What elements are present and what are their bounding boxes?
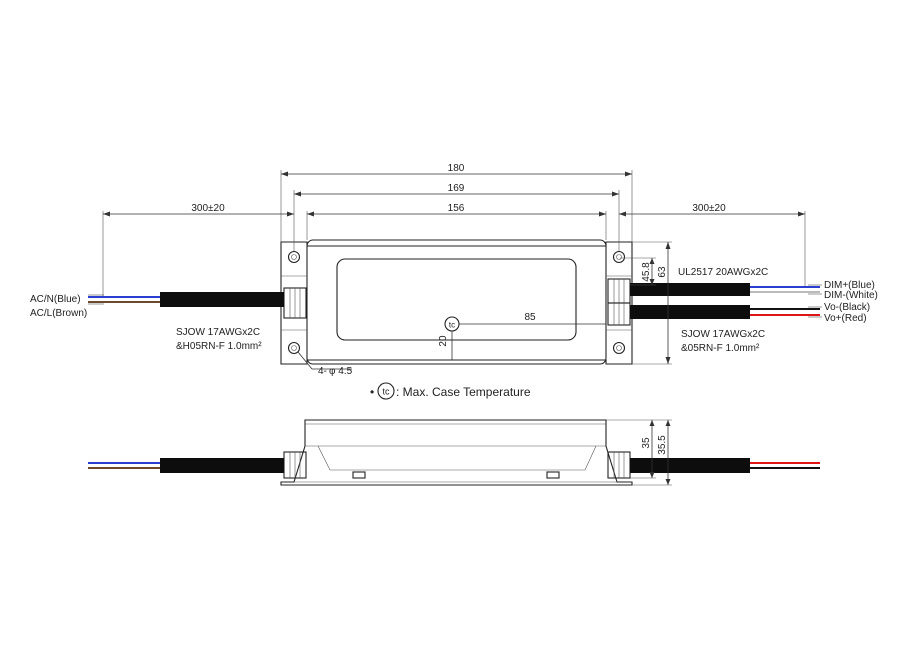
- side-view-slot: [352, 471, 366, 479]
- side-output-cable: [630, 458, 750, 473]
- dim-plus-label: DIM+(Blue): [824, 280, 875, 291]
- mounting-holes: [287, 250, 626, 355]
- ac-n-label: AC/N(Blue): [30, 294, 81, 305]
- mounting-hole: [291, 345, 297, 351]
- dim-tc-position: 85: [524, 312, 536, 323]
- mounting-hole: [612, 250, 626, 264]
- dim-body-length: 156: [448, 203, 465, 214]
- mounting-hole: [612, 341, 626, 355]
- dim-height-outer: 63: [657, 266, 668, 278]
- side-view-housing: [280, 419, 633, 486]
- side-view-base-profile: [317, 445, 597, 471]
- side-view: 35 35.5: [88, 419, 820, 486]
- legend-bullet: •: [370, 385, 374, 399]
- top-dimensions: 180 169 156 300±20 300±20 63 45.8 85 20: [102, 163, 806, 377]
- dim-holes-count: 4-: [318, 366, 327, 377]
- mounting-hole: [287, 341, 301, 355]
- top-view-housing: [280, 241, 633, 365]
- mounting-hole: [616, 345, 622, 351]
- mounting-hole: [287, 250, 301, 264]
- output-cable-spec-1: SJOW 17AWGx2C: [681, 329, 765, 340]
- dim-hole-diameter: φ 4.5: [329, 366, 353, 377]
- left-cable-gland: [283, 287, 307, 319]
- side-view-slot: [546, 471, 560, 479]
- mounting-hole: [616, 254, 622, 260]
- top-view-inner-body: [306, 239, 607, 365]
- tc-legend: • tc : Max. Case Temperature: [370, 382, 531, 400]
- vo-plus-label: Vo+(Red): [824, 313, 867, 324]
- dim-side-height-outer: 35.5: [657, 435, 668, 455]
- dim-side-height: 35: [641, 437, 652, 449]
- input-cable-spec-1: SJOW 17AWGx2C: [176, 327, 260, 338]
- dim-minus-label: DIM-(White): [824, 290, 878, 301]
- top-view-label-area: [336, 258, 577, 341]
- legend-tc-icon: [377, 382, 395, 400]
- side-left-gland: [283, 451, 307, 479]
- input-cable-spec-2: &H05RN-F 1.0mm²: [176, 341, 262, 352]
- dim-overall-length: 180: [448, 163, 465, 174]
- ac-l-label: AC/L(Brown): [30, 308, 87, 319]
- mounting-hole: [291, 254, 297, 260]
- right-cable-gland-output: [607, 302, 631, 326]
- dim-cable-left: 300±20: [191, 203, 225, 214]
- right-cable-gland-dim: [607, 278, 631, 304]
- output-cable: [630, 305, 750, 319]
- cable-labels: AC/N(Blue) AC/L(Brown) SJOW 17AWGx2C &H0…: [30, 267, 878, 354]
- legend-tc-symbol: tc: [382, 387, 390, 397]
- side-input-cable: [160, 458, 284, 473]
- dim-cable-right: 300±20: [692, 203, 726, 214]
- top-view: tc: [88, 239, 822, 365]
- output-cable-spec-2: &05RN-F 1.0mm²: [681, 343, 760, 354]
- legend-text: : Max. Case Temperature: [396, 385, 531, 399]
- input-cable: [160, 292, 284, 307]
- dim-tc-offset: 20: [438, 335, 449, 347]
- dim-cable-spec: UL2517 20AWGx2C: [678, 267, 768, 278]
- dim-cable: [630, 283, 750, 296]
- tc-marker-label: tc: [449, 321, 455, 330]
- dim-hole-spacing: 169: [448, 183, 465, 194]
- vo-minus-label: Vo-(Black): [824, 302, 870, 313]
- dim-height-inner: 45.8: [641, 262, 652, 282]
